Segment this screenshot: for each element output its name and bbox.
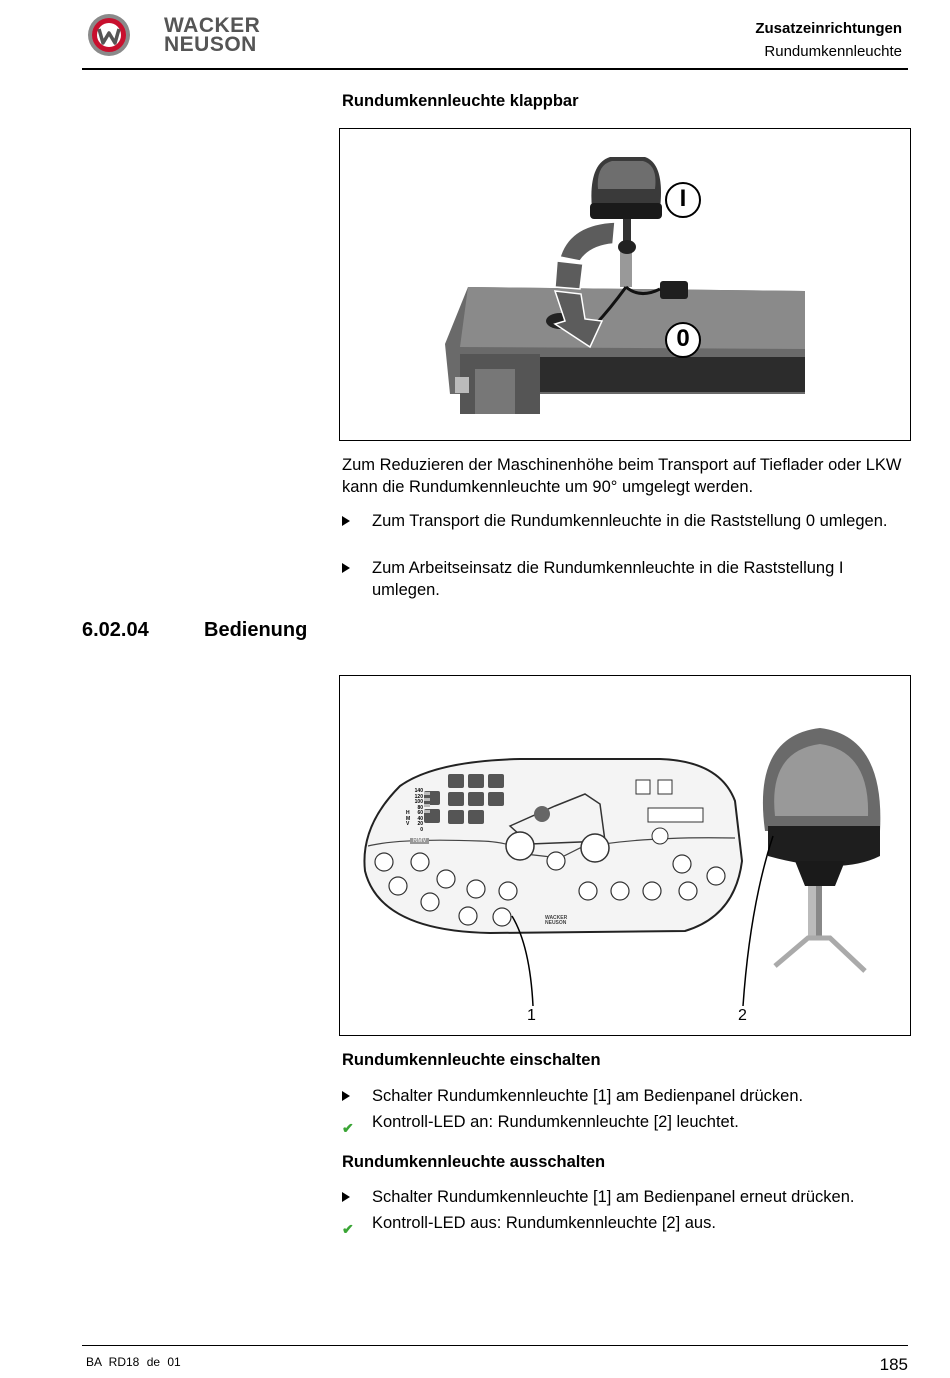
subheading-switch-on: Rundumkennleuchte einschalten [342,1051,601,1069]
action-arrow-icon [342,516,350,526]
footer-doc-id: BA RD18 de 01 [86,1355,181,1369]
panel-mode-letters: H M V [406,810,411,827]
page-number: 185 [879,1355,908,1374]
action-arrow-icon [342,1091,350,1101]
subheading-switch-off: Rundumkennleuchte ausschalten [342,1153,606,1171]
header-divider [82,68,908,70]
action-arrow-icon [342,1192,350,1202]
figure-callout-switch: 1 [527,1007,536,1024]
section-number: 6.02.04 [82,619,149,641]
section-heading-foldable: Rundumkennleuchte klappbar [342,92,579,110]
panel-rmv-label: RMV [410,838,430,844]
action-arrow-icon [342,563,350,573]
figure-callout-beacon: 2 [738,1007,747,1024]
header-topic: Rundumkennleuchte [764,43,902,60]
list-item: Zum Transport die Rundumkennleuchte in d… [342,511,902,533]
panel-brand: WACKER NEUSON [545,915,568,926]
panel-speed-scale: 140 120 100 80 60 40 20 0 [414,788,423,833]
section-title: Bedienung [204,619,308,641]
intro-paragraph: Zum Reduzieren der Maschinenhöhe beim Tr… [342,456,902,496]
logo-wordmark-top: WACKER [164,14,261,37]
figure-foldable-beacon: I 0 [339,128,911,441]
result-check-icon: ✔ [342,1120,354,1136]
wacker-neuson-logo-icon [88,14,130,56]
list-item: Schalter Rundumkennleuchte [1] am Bedien… [342,1086,902,1108]
list-item: Schalter Rundumkennleuchte [1] am Bedien… [342,1187,902,1209]
figure-label-position-i: I [679,185,687,212]
foldable-beacon-photo [445,157,805,414]
figure-control-panel: 1 2 140 120 100 80 60 40 20 0 H M V RMV … [339,675,911,1036]
control-panel-drawing [363,728,881,1007]
list-item: ✔ Kontroll-LED an: Rundumkennleuchte [2]… [342,1112,902,1136]
list-item: Zum Arbeitseinsatz die Rundumkennleuchte… [342,558,902,601]
brand-logo: WACKER NEUSON [86,12,286,62]
footer-divider [82,1345,908,1346]
logo-wordmark-bottom: NEUSON [164,33,257,56]
list-item: ✔ Kontroll-LED aus: Rundumkennleuchte [2… [342,1213,902,1237]
figure-label-position-0: 0 [676,325,690,352]
header-chapter: Zusatzeinrichtungen [755,20,902,37]
result-check-icon: ✔ [342,1221,354,1237]
